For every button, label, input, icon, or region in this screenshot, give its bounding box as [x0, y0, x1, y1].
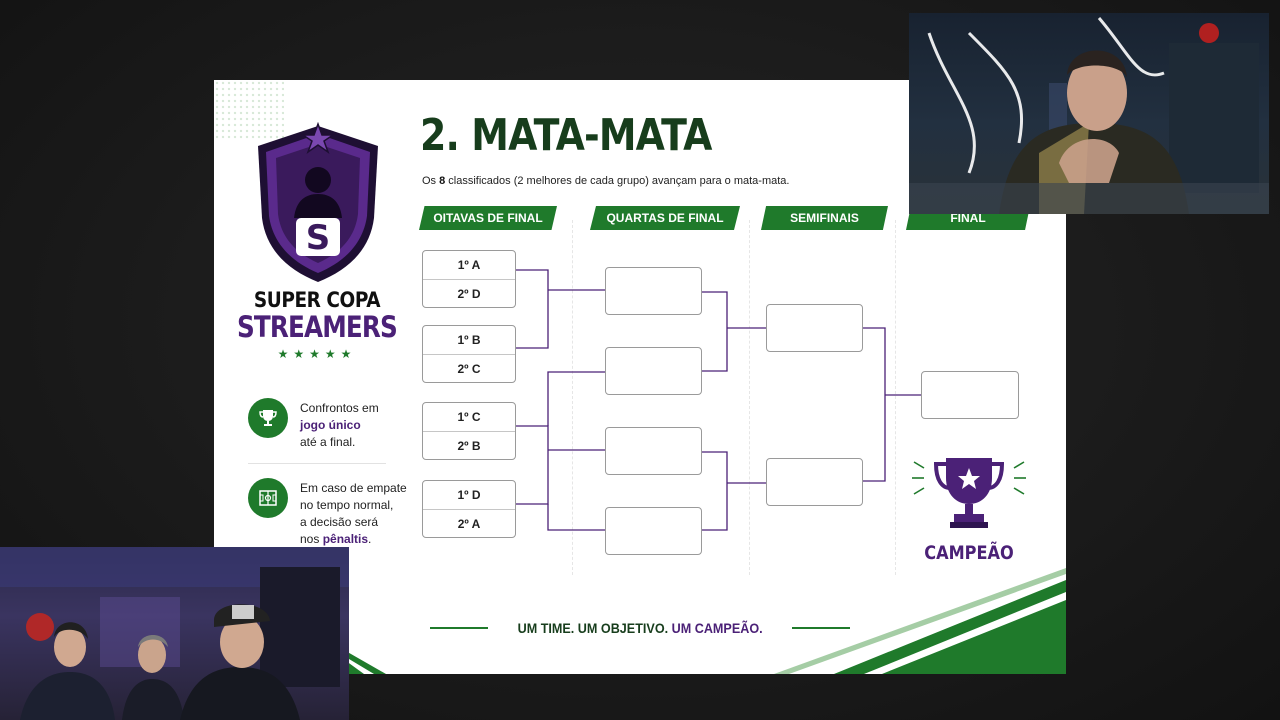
subtitle-bold: 8: [439, 175, 446, 187]
trophy-icon: [248, 398, 288, 438]
semifinal-slot: [766, 304, 863, 352]
quarterfinal-slot: [605, 347, 702, 395]
super-copa-shield-logo: S: [258, 122, 378, 282]
brand-line1: SUPER COPA: [253, 288, 381, 312]
footer-line-left: [430, 627, 488, 629]
info2-line4-pre: nos: [300, 532, 323, 546]
column-divider: [895, 220, 896, 575]
info2-line1: Em caso de empate: [300, 481, 407, 495]
soccer-field-icon: [248, 478, 288, 518]
team-slot: 1º B: [457, 333, 481, 347]
team-slot: 2º D: [423, 279, 515, 308]
info-penalties: Em caso de empate no tempo normal, a dec…: [248, 478, 418, 548]
slogan-part2: UM CAMPEÃO.: [671, 620, 763, 636]
info1-line3: até a final.: [300, 435, 356, 449]
subtitle-post: classificados (2 melhores de cada grupo)…: [445, 175, 790, 187]
info2-line4-post: .: [368, 532, 372, 546]
info1-bold: jogo único: [300, 418, 361, 432]
info-single-match: Confrontos em jogo único até a final.: [248, 398, 418, 451]
team-slot: 2º A: [423, 509, 515, 538]
brand-line2: STREAMERS: [237, 310, 398, 344]
page-subtitle: Os 8 classificados (2 melhores de cada g…: [422, 175, 789, 187]
team-slot: 1º D: [457, 488, 481, 502]
team-slot: 1º C: [457, 410, 481, 424]
info2-line2: no tempo normal,: [300, 498, 394, 512]
dot-pattern: [214, 80, 284, 140]
shield-letter: S: [306, 218, 331, 258]
footer-line-right: [792, 627, 850, 629]
decorative-stripes: [314, 568, 1066, 674]
champion-label: CAMPEÃO: [924, 542, 1014, 564]
bracket-lines: [515, 269, 921, 531]
phase-round-of-16: OITAVAS DE FINAL: [419, 206, 557, 230]
semifinal-slot: [766, 458, 863, 506]
quarterfinal-slot: [605, 507, 702, 555]
brand-stars: ★★★★★: [277, 347, 357, 361]
match-round16-3: 1º C 2º B: [422, 402, 516, 460]
info1-line1: Confrontos em: [300, 401, 379, 415]
streamer-webcam: [909, 13, 1269, 214]
subtitle-pre: Os: [422, 175, 440, 187]
phase-quarterfinals: QUARTAS DE FINAL: [590, 206, 740, 230]
match-round16-1: 1º A 2º D: [422, 250, 516, 308]
team-slot: 1º A: [457, 258, 481, 272]
page-title: 2. MATA-MATA: [420, 110, 712, 161]
info2-bold: pênaltis: [322, 532, 369, 546]
column-divider: [572, 220, 573, 575]
quarterfinal-slot: [605, 267, 702, 315]
champion-trophy-icon: [912, 458, 1026, 528]
info2-line3: a decisão será: [300, 515, 379, 529]
team-slot: 2º C: [423, 354, 515, 383]
match-round16-4: 1º D 2º A: [422, 480, 516, 538]
final-slot: [921, 371, 1019, 419]
match-round16-2: 1º B 2º C: [422, 325, 516, 383]
info-divider: [248, 463, 386, 464]
guests-webcam: [0, 547, 349, 720]
footer-slogan: UM TIME. UM OBJETIVO. UM CAMPEÃO.: [430, 620, 850, 636]
team-slot: 2º B: [423, 431, 515, 460]
phase-semifinals: SEMIFINAIS: [761, 206, 888, 230]
column-divider: [749, 220, 750, 575]
slogan-part1: UM TIME. UM OBJETIVO.: [517, 620, 672, 636]
quarterfinal-slot: [605, 427, 702, 475]
